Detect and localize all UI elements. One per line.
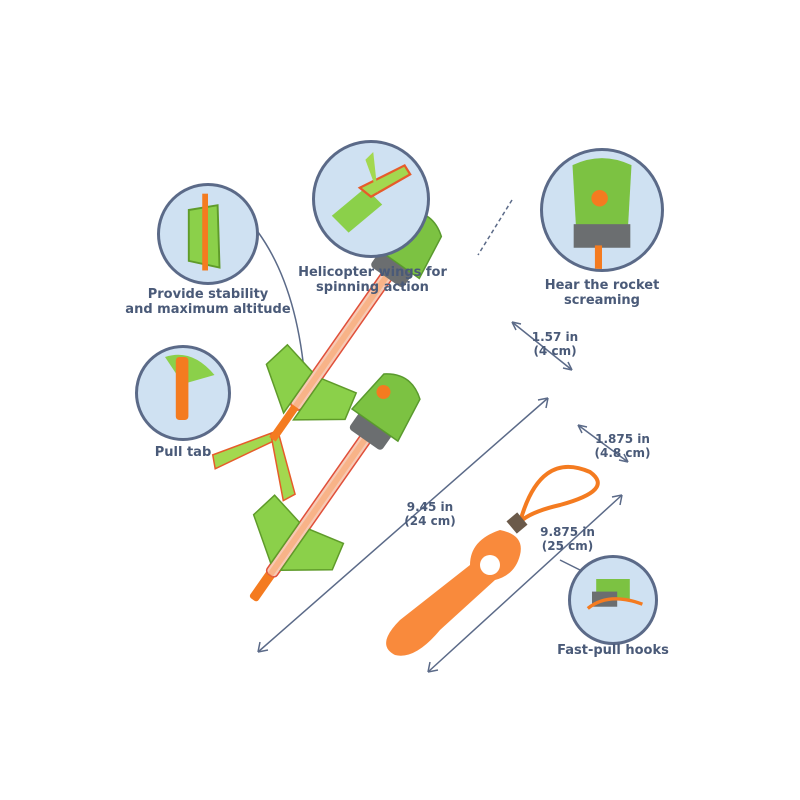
callout-circle-helicopter bbox=[312, 140, 430, 258]
callout-pull-tab: Pull tab bbox=[133, 445, 233, 460]
callout-circle-sound bbox=[540, 148, 664, 272]
callout-stability: Provide stability and maximum altitude bbox=[118, 287, 298, 317]
launcher-in: 9.875 in bbox=[540, 525, 595, 539]
dimension-head-2: 1.875 in (4.8 cm) bbox=[585, 432, 660, 460]
rocket-2 bbox=[249, 373, 421, 602]
hear-line-1: Hear the rocket bbox=[544, 278, 660, 293]
dimension-launcher: 9.875 in (25 cm) bbox=[530, 525, 605, 553]
head-cm: (4 cm) bbox=[533, 344, 577, 358]
callout-helicopter: Helicopter wings for spinning action bbox=[290, 265, 455, 295]
rocket-in: 9.45 in bbox=[406, 500, 454, 514]
helicopter-line-1: Helicopter wings for bbox=[298, 265, 447, 280]
dimension-lines bbox=[257, 321, 629, 673]
head-in: 1.57 in bbox=[531, 330, 579, 344]
callout-circle-stability bbox=[157, 183, 259, 285]
helicopter-line-2: spinning action bbox=[316, 280, 429, 295]
launcher-cm: (25 cm) bbox=[541, 539, 594, 553]
callout-sound: Hear the rocket screaming bbox=[532, 278, 672, 308]
rocket-cm: (24 cm) bbox=[404, 514, 456, 528]
callout-hooks: Fast-pull hooks bbox=[548, 643, 678, 658]
pull-tab-label: Pull tab bbox=[154, 445, 212, 460]
callout-circle-pull-tab bbox=[135, 345, 231, 441]
launcher bbox=[386, 464, 600, 656]
hear-line-2: screaming bbox=[563, 293, 640, 308]
stability-line-1: Provide stability bbox=[147, 287, 269, 302]
fast-pull-label: Fast-pull hooks bbox=[557, 643, 669, 658]
dimension-head: 1.57 in (4 cm) bbox=[520, 330, 590, 358]
dimension-rocket: 9.45 in (24 cm) bbox=[395, 500, 465, 528]
head2-in: 1.875 in bbox=[595, 432, 650, 446]
stability-line-2: and maximum altitude bbox=[125, 302, 291, 317]
head2-cm: (4.8 cm) bbox=[594, 446, 651, 460]
callout-circle-hooks bbox=[568, 555, 658, 645]
